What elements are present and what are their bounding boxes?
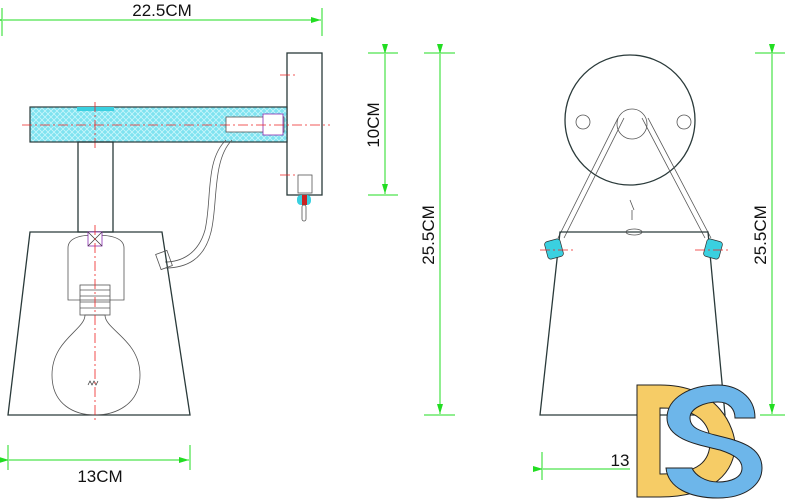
- front-view: [539, 54, 728, 416]
- ds-logo: [636, 384, 763, 499]
- dimension-label-width-total: 22.5CM: [132, 1, 192, 20]
- dimension-label-plate-height: 10CM: [364, 102, 383, 147]
- dimension-height-side: 25.5CM: [419, 44, 455, 416]
- stem: [77, 141, 114, 233]
- shade-front: [539, 231, 726, 416]
- wall-plate-front: [564, 54, 696, 186]
- dimension-plate-height: 10CM: [364, 44, 398, 196]
- logo-letter-s: [665, 384, 763, 499]
- dimension-label-shade-width: 13CM: [77, 467, 122, 486]
- dimension-shade-width-front: 13: [533, 451, 630, 480]
- shade-side: [7, 231, 191, 416]
- dimension-shade-width: 13CM: [0, 445, 191, 486]
- dimension-label-height-front: 25.5CM: [751, 205, 770, 265]
- wall-plate: [286, 52, 323, 196]
- bulb: [51, 314, 141, 416]
- dimension-width-total: 22.5CM: [0, 1, 323, 36]
- side-view: [7, 52, 330, 420]
- dimension-label-shade-width-front: 13: [611, 451, 630, 470]
- dimension-height-front: 25.5CM: [751, 44, 785, 416]
- dimension-label-height-side: 25.5CM: [419, 205, 438, 265]
